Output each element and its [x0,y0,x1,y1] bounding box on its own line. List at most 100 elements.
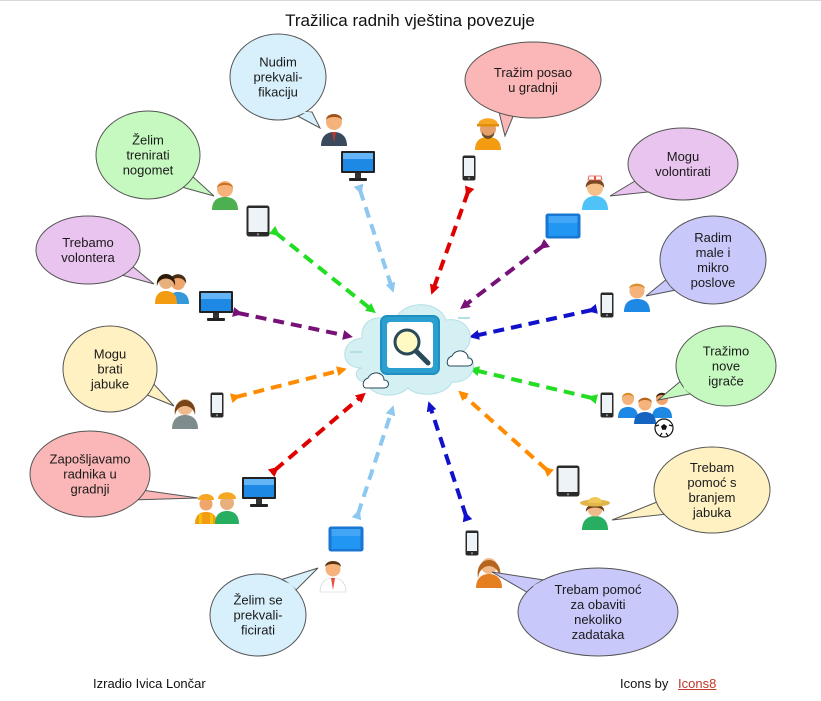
bubble-text-line: nekoliko [574,612,622,627]
monitor-icon[interactable] [199,291,233,321]
author-credit: Izradio Ivica Lončar [93,676,206,691]
bubble-text-line: volontirati [655,164,711,179]
nurse-icon[interactable] [582,175,608,210]
arrow-farmer [458,390,555,478]
bubble-text-line: male i [696,245,731,260]
bubble-seam [640,178,648,192]
bubble-seam [118,266,132,274]
arrow-man-right [469,304,598,340]
bubble-text-line: Trebam [690,460,734,475]
bubble-seam [682,380,690,394]
bubble-text-line: brati [97,362,122,377]
arrow-woman-left [229,366,347,404]
bubble-seam [140,380,150,392]
bubble-text-line: jabuka [692,505,732,520]
arrow-athlete [268,225,376,314]
woman-icon[interactable] [172,399,198,429]
arrow-nurse [460,238,551,310]
farmer-icon[interactable] [580,497,610,530]
bubble-shape [627,127,739,201]
monitor-icon[interactable] [341,151,375,181]
bubble-text-line: Mogu [667,149,700,164]
bubble-text-line: u gradnji [508,80,558,95]
bubble-shape [95,110,201,200]
bubble-seam [668,278,676,290]
tablet-icon[interactable] [328,526,364,552]
bubble-text-line: Zapošljavamo [50,452,131,467]
bubble-shape [517,567,679,657]
bubble-text-line: poslove [691,275,736,290]
construction-workers-group-icon[interactable] [195,492,239,524]
bubble-shape [229,33,327,121]
smartphone-icon[interactable] [465,530,479,556]
bubble-text-line: jabuke [90,377,129,392]
bubble-shape [464,41,602,119]
volunteers-group-icon[interactable] [155,274,189,304]
bubble-shape [209,573,307,657]
bubble-seam [178,176,192,186]
smartphone-icon[interactable] [462,155,476,181]
smartphone-icon[interactable] [210,392,224,418]
connection-arrows [229,183,599,523]
bubble-text-line: nove [712,359,740,374]
arrow-volunteers [232,307,353,340]
bubble-text-line: za obaviti [571,597,626,612]
construction-worker-icon[interactable] [475,118,501,150]
page-border [0,0,821,1]
bubble-seam [530,580,544,594]
diagram-title: Tražilica radnih vještina povezuje [285,11,535,30]
icons8-link[interactable]: Icons8 [678,676,717,691]
tablet-icon[interactable] [545,213,581,239]
bubble-seam [130,490,142,500]
smartphone-icon[interactable] [600,392,614,418]
bubble-text-line: mikro [697,260,729,275]
bubble-shape [35,215,141,285]
tablet-icon[interactable] [246,205,270,237]
monitor-icon[interactable] [242,477,276,507]
tablet-icon[interactable] [556,465,580,497]
bubble-text-line: pomoć s [687,475,737,490]
bubble-text-line: nogomet [123,163,174,178]
bubble-text-line: ficirati [241,623,275,638]
bubble-text-line: Želim se [233,593,282,608]
bubble-seam [280,580,296,590]
bubble-seam [498,108,514,114]
athlete-icon[interactable] [212,181,238,210]
arrow-worker-top [429,185,475,295]
bubble-text-line: Trebam pomoć [555,582,642,597]
arrow-businessman-top [353,183,396,293]
bubble-text-line: Radim [694,230,732,245]
woman-icon[interactable] [476,558,502,588]
bubble-text-line: zadataka [572,627,626,642]
manager-icon[interactable] [319,561,347,593]
bubble-text-line: prekvali- [253,70,302,85]
bubble-text-line: Trebamo [62,235,114,250]
football-team-icon[interactable] [618,392,674,438]
arrow-team [469,366,599,405]
bubble-text-line: radnika u [63,467,116,482]
worker-man-icon[interactable] [624,283,650,313]
businessman-icon[interactable] [321,114,347,146]
bubble-text-line: igrače [708,374,743,389]
search-cloud-icon[interactable] [344,304,474,396]
bubble-text-line: trenirati [126,148,169,163]
icons-credit: Icons by Icons8 [620,676,716,691]
bubble-text-line: branjem [689,490,736,505]
bubble-shape [62,325,158,413]
bubble-text-line: volontera [61,250,115,265]
bubble-text-line: Tražimo [703,344,749,359]
bubble-text-line: prekvali- [233,608,282,623]
bubble-text-line: fikaciju [258,85,298,100]
smartphone-icon[interactable] [600,292,614,318]
bubble-shape [653,446,771,534]
